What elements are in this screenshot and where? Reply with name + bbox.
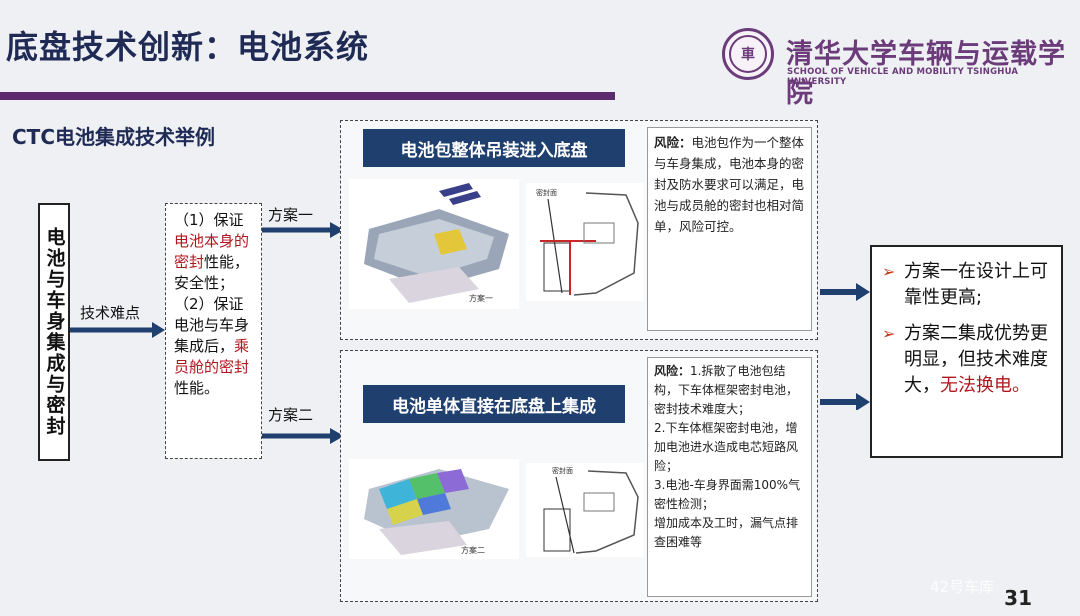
scheme2-title: 电池单体直接在底盘上集成: [363, 385, 625, 423]
scheme2-risk-head: 风险：: [654, 364, 691, 378]
seal-inner: 車: [729, 35, 767, 73]
difficulty-label: 技术难点: [80, 304, 141, 322]
scheme2-risk-3a: 3.电池-车身界面需100%气密性检测；: [654, 478, 801, 511]
logo-english-name: SCHOOL OF VEHICLE AND MOBILITY TSINGHUA …: [787, 67, 1019, 87]
conclusion-text-1: 方案一在设计上可靠性更高;: [904, 261, 1048, 308]
university-seal-logo: 車: [722, 28, 774, 80]
scheme1-risk-head: 风险：: [654, 135, 692, 150]
arrows-to-schemes: [262, 222, 344, 444]
watermark: 42号车库: [930, 578, 995, 596]
scheme2-diagram-label: 方案二: [461, 545, 485, 555]
scheme2-panel: 电池单体直接在底盘上集成 方案二 密封面 风险：1.拆散了电池包结构，下车体框架…: [340, 350, 818, 602]
arrow-bullet-icon: ➢: [882, 262, 896, 281]
arrows-to-conclusion: [820, 283, 870, 410]
difficulty-p1-red: 电池本身的密封: [174, 232, 250, 271]
logo-chinese-name: 清华大学车辆与运载学院: [786, 39, 1066, 109]
section-subtitle: CTC电池集成技术举例: [12, 125, 215, 149]
scheme1-panel: 电池包整体吊装进入底盘 方案一 密封面 风险：电池包作为一个整体与车身集成，电池…: [340, 120, 818, 340]
conclusion-item-2: ➢ 方案二集成优势更明显，但技术难度大，无法换电。: [882, 321, 1053, 399]
scheme1-title: 电池包整体吊装进入底盘: [363, 129, 625, 167]
scheme1-risk-box: 风险：电池包作为一个整体与车身集成，电池本身的密封及防水要求可以满足，电池与成员…: [647, 127, 812, 331]
scheme2-risk-3b: 增加成本及工时，漏气点排查困难等: [654, 516, 799, 549]
scheme1-seal-label: 密封面: [536, 188, 557, 197]
scheme2-label: 方案二: [268, 406, 314, 424]
arrow-to-difficulty: [70, 322, 165, 338]
difficulty-p2-b: 性能。: [174, 379, 220, 397]
page-title: 底盘技术创新：电池系统: [6, 28, 370, 66]
arrow-bullet-icon: ➢: [882, 324, 896, 343]
scheme2-section-image: 密封面: [526, 463, 644, 557]
scheme2-chassis-image: 方案二: [349, 459, 519, 559]
difficulty-p1-a: （1）保证: [174, 211, 244, 229]
topic-box: 电池与车身集成与密封: [38, 203, 70, 461]
scheme2-seal-label: 密封面: [552, 466, 573, 475]
difficulty-p1-b: 性能，安全性；: [174, 253, 250, 292]
scheme2-risk-box: 风险：1.拆散了电池包结构，下车体框架密封电池，密封技术难度大； 2.下车体框架…: [647, 357, 812, 597]
scheme2-risk-1: 1.拆散了电池包结构，下车体框架密封电池，密封技术难度大；: [654, 364, 799, 416]
scheme1-risk-text: 电池包作为一个整体与车身集成，电池本身的密封及防水要求可以满足，电池与成员舱的密…: [654, 135, 805, 234]
conclusion-text-2-red: 无法换电。: [940, 375, 1030, 396]
scheme1-section-image: 密封面: [526, 183, 644, 301]
scheme1-diagram-label: 方案一: [469, 293, 493, 303]
scheme1-chassis-image: 方案一: [349, 179, 519, 309]
conclusion-text-2: 方案二集成优势更明显，但技术难度大，: [904, 323, 1048, 396]
scheme1-label: 方案一: [268, 206, 314, 224]
topic-text: 电池与车身集成与密封: [43, 227, 66, 437]
scheme2-risk-2: 2.下车体框架密封电池，增加电池进水造成电芯短路风险；: [654, 421, 799, 473]
difficulty-p2-red: 乘员舱的密封: [174, 337, 250, 376]
page-number: 31: [1004, 586, 1032, 610]
conclusion-item-1: ➢ 方案一在设计上可靠性更高;: [882, 259, 1053, 311]
difficulty-box: （1）保证电池本身的密封性能，安全性； （2）保证电池与车身集成后，乘员舱的密封…: [165, 203, 262, 459]
difficulty-p2-a: （2）保证电池与车身集成后，: [174, 295, 250, 355]
conclusion-box: ➢ 方案一在设计上可靠性更高; ➢ 方案二集成优势更明显，但技术难度大，无法换电…: [870, 245, 1063, 458]
title-underline: [0, 92, 615, 100]
